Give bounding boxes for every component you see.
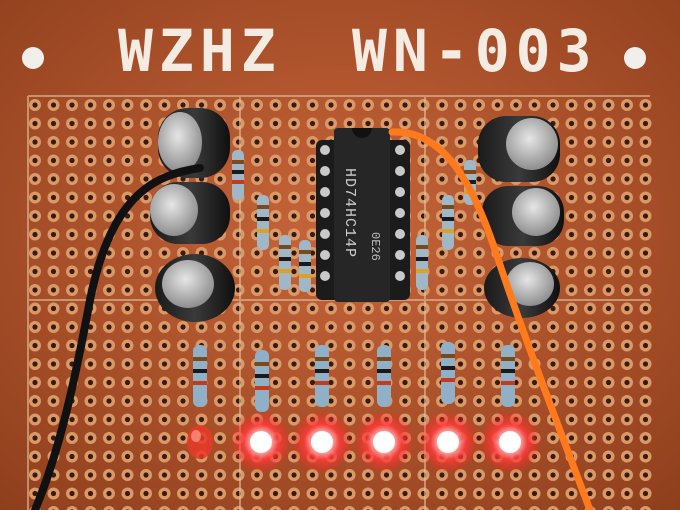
resistor-lower-group [193, 342, 515, 412]
led-lit-3 [352, 410, 416, 474]
silkscreen-right: WN-003 [352, 17, 598, 85]
led-lit-5 [478, 410, 542, 474]
capacitor-left-3 [155, 254, 235, 322]
chip-code: 0E26 [368, 232, 382, 261]
capacitor-left-1 [158, 108, 230, 178]
black-wire [31, 164, 204, 510]
ic-chip [334, 128, 390, 302]
capacitor-left-2 [150, 182, 230, 244]
led-row [187, 410, 542, 474]
led-lit-4 [416, 410, 480, 474]
ic-socket [316, 128, 410, 302]
capacitor-right-2 [482, 186, 564, 246]
silkscreen-left: WZHZ [118, 17, 282, 85]
led-unlit [187, 425, 213, 459]
mounting-hole-left [22, 47, 44, 69]
capacitor-right-3 [484, 258, 560, 318]
chip-marking: HD74HC14P [341, 168, 358, 258]
led-lit-1 [229, 410, 293, 474]
mounting-hole-right [624, 47, 646, 69]
capacitor-right-1 [478, 116, 560, 182]
led-lit-2 [290, 410, 354, 474]
orange-wire [388, 128, 594, 510]
